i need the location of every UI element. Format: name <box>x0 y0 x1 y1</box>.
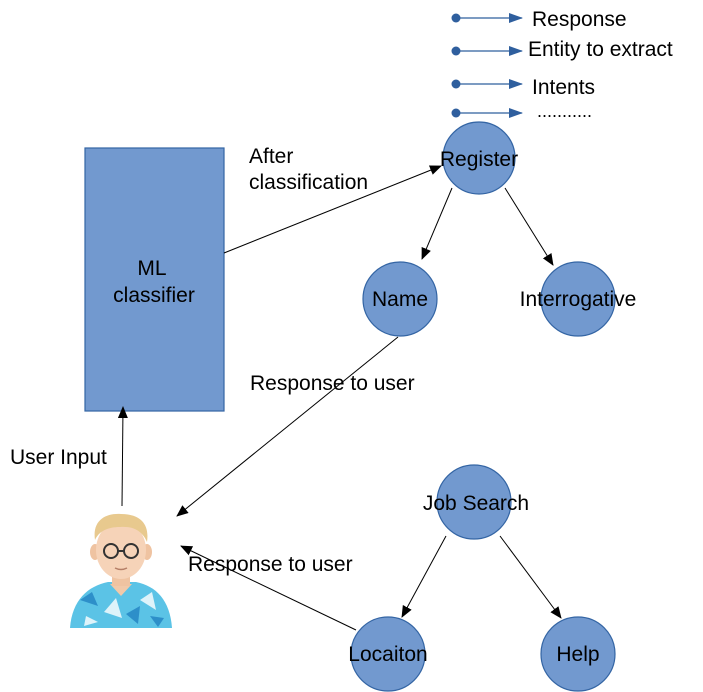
node-help: Help <box>540 616 616 692</box>
node-location-label: Locaiton <box>348 643 427 666</box>
node-name: Name <box>362 261 438 337</box>
legend-label-response: Response <box>532 8 627 31</box>
node-help-label: Help <box>556 643 599 666</box>
edge-location-to-user <box>180 545 357 631</box>
edge-register-to-name <box>421 187 453 260</box>
node-name-label: Name <box>372 288 428 311</box>
legend-label-more: ........... <box>537 101 592 121</box>
edges <box>117 165 562 631</box>
edge-name-to-user <box>176 336 399 517</box>
response-to-user-label-1: Response to user <box>250 372 415 395</box>
node-register-label: Register <box>440 148 518 171</box>
node-job-search-label: Job Search <box>423 492 529 515</box>
response-to-user-label-2: Response to user <box>188 553 353 576</box>
user-avatar-icon <box>70 513 172 628</box>
legend-label-entity: Entity to extract <box>528 38 673 61</box>
edge-user-to-classifier <box>117 406 128 507</box>
node-register: Register <box>440 121 518 195</box>
edge-jobsearch-to-location <box>401 535 447 618</box>
classifier-label-line1: ML <box>137 257 166 280</box>
legend: Response Entity to extract Intents .....… <box>451 8 673 121</box>
edge-jobsearch-to-help <box>499 535 562 619</box>
node-location: Locaiton <box>348 616 428 692</box>
legend-label-intents: Intents <box>532 76 595 99</box>
classifier-label-line2: classifier <box>113 284 195 307</box>
legend-item-response: Response <box>451 8 627 31</box>
edge-register-to-interrogative <box>504 187 554 266</box>
node-interrogative: Interrogative <box>520 261 637 337</box>
ml-classifier-box <box>84 147 225 412</box>
edge-classifier-to-register <box>223 165 442 254</box>
legend-item-entity: Entity to extract <box>451 38 673 61</box>
node-interrogative-label: Interrogative <box>520 288 637 311</box>
node-job-search: Job Search <box>423 464 529 540</box>
after-classification-label-line2: classification <box>249 171 368 194</box>
after-classification-label-line1: After <box>249 145 293 168</box>
legend-item-intents: Intents <box>451 76 595 99</box>
user-input-label: User Input <box>10 446 107 469</box>
legend-item-more: ........... <box>451 101 592 121</box>
